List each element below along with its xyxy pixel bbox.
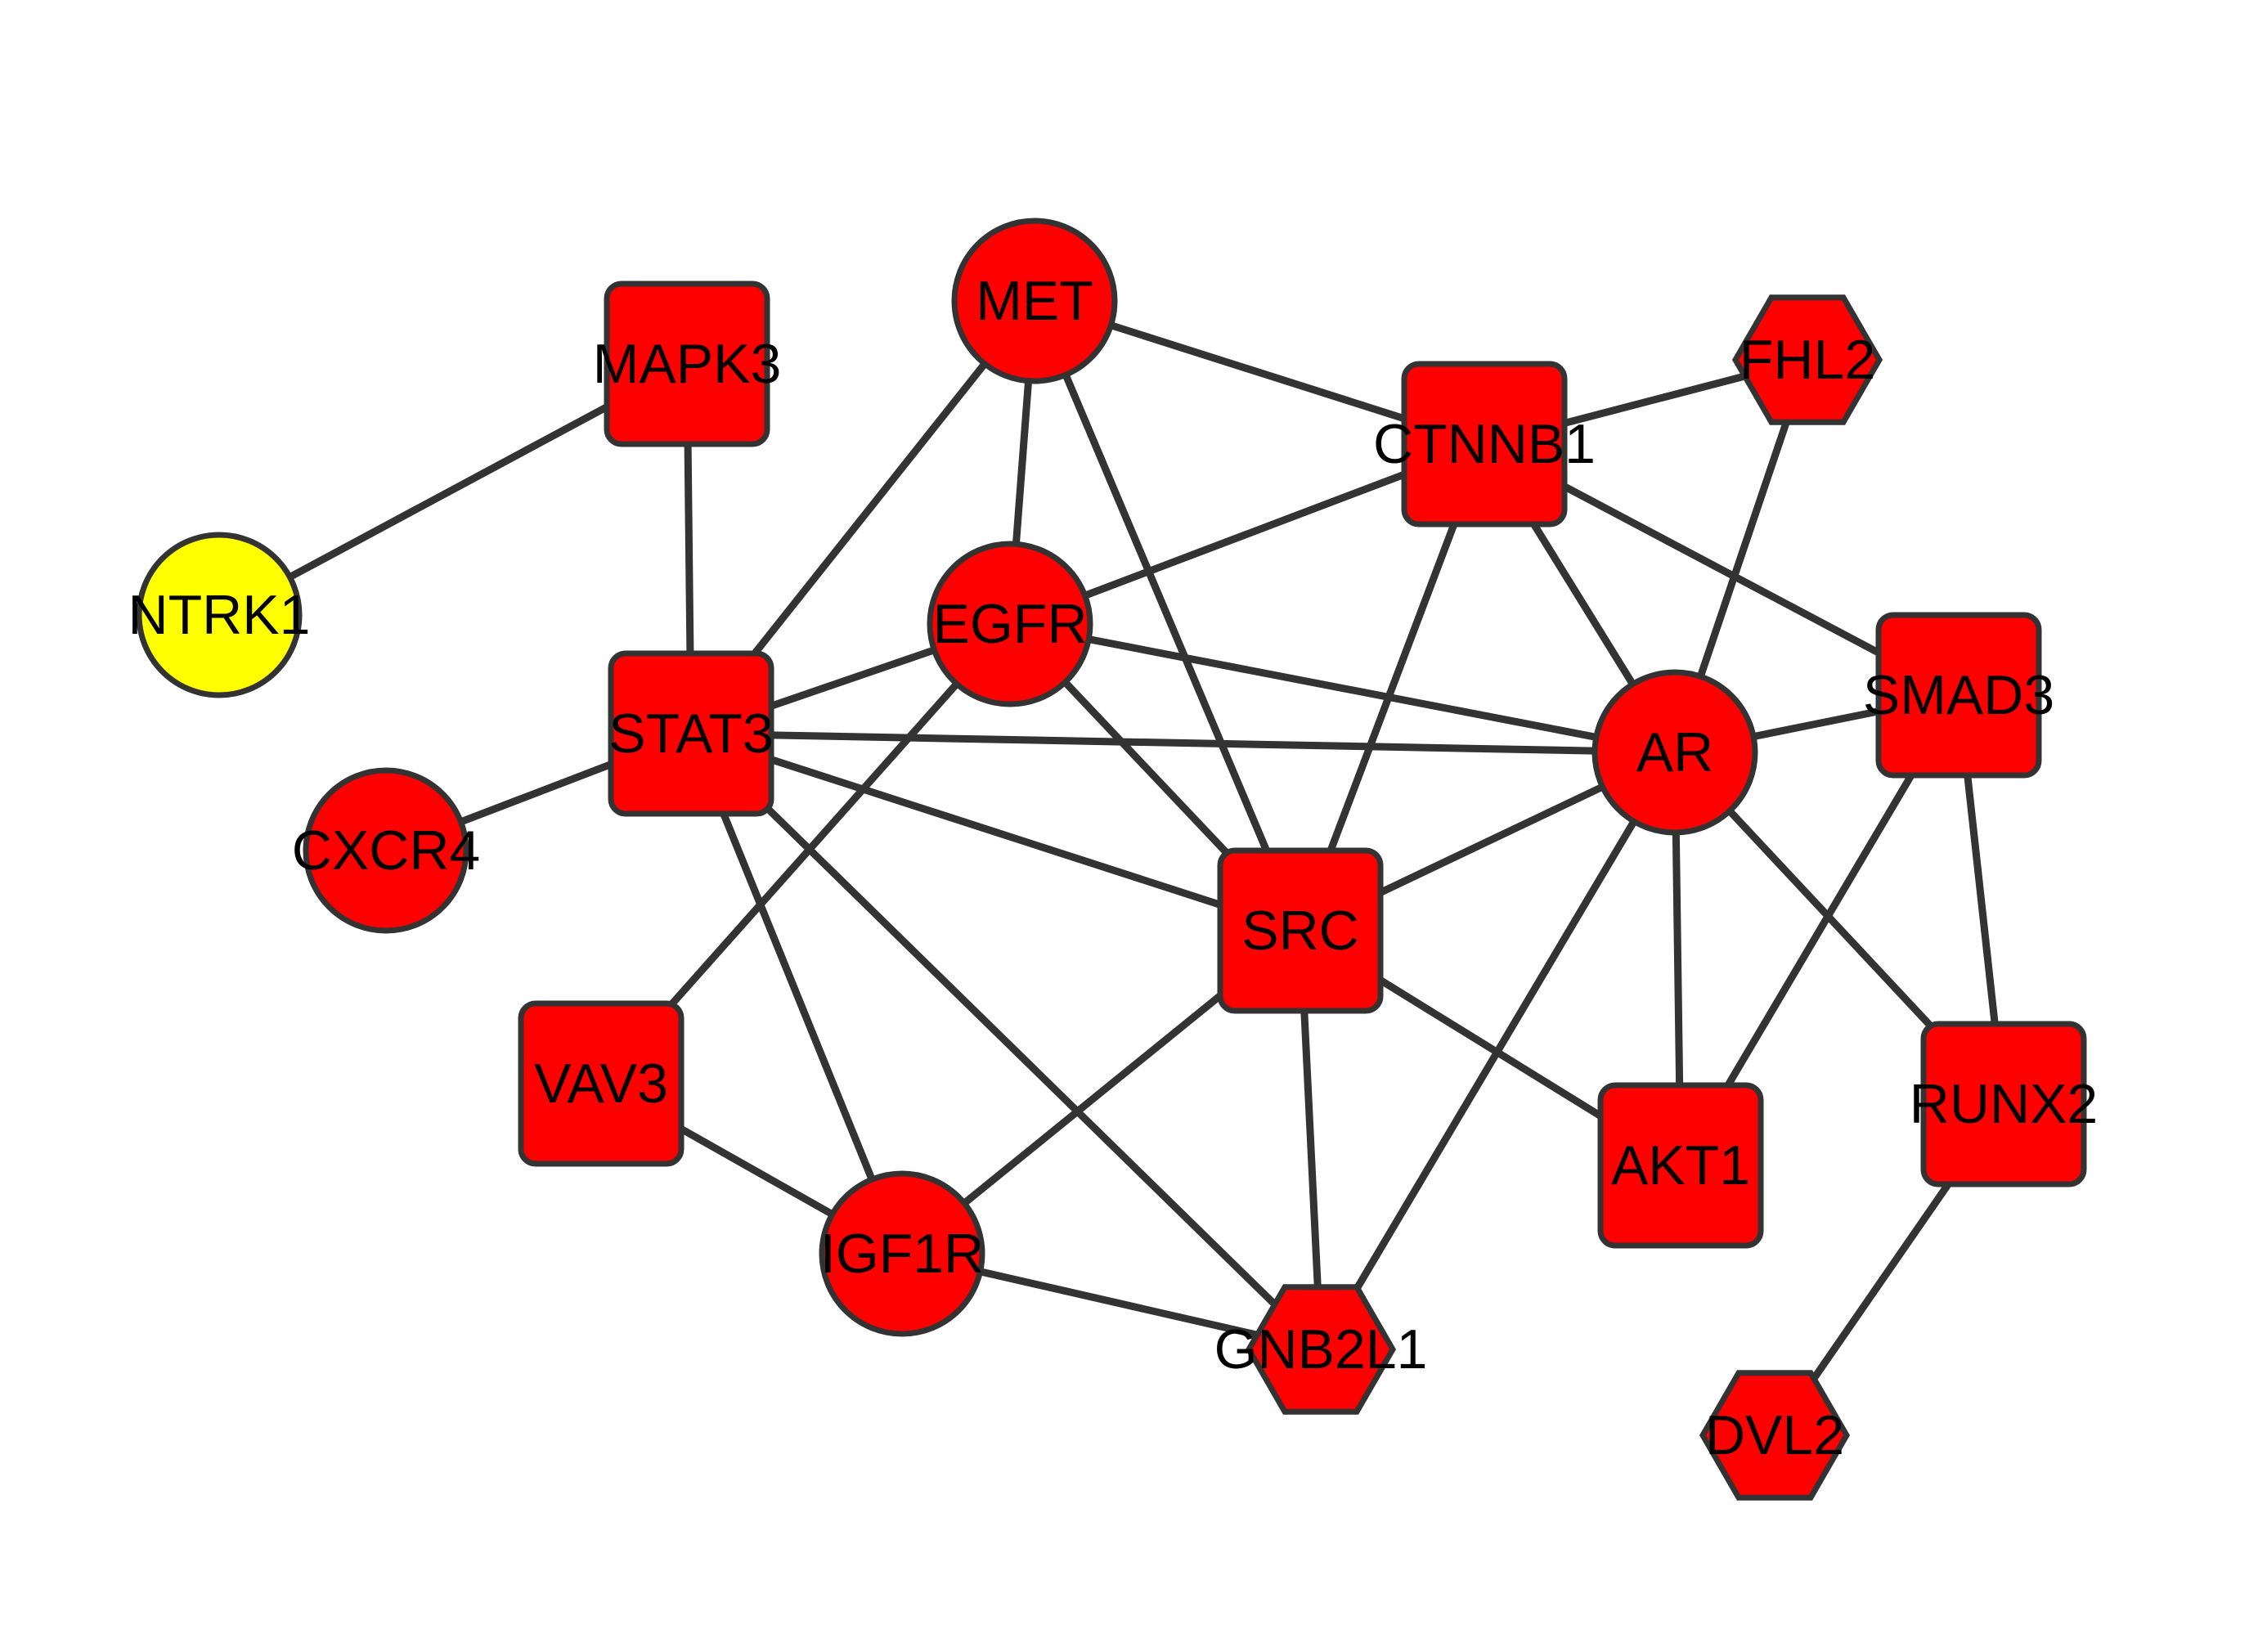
node-runx2[interactable]: RUNX2 xyxy=(1910,1021,2099,1187)
node-igf1r[interactable]: IGF1R xyxy=(819,1170,985,1337)
node-smad3[interactable]: SMAD3 xyxy=(1863,612,2054,779)
node-label: AR xyxy=(1636,721,1713,783)
node-egfr[interactable]: EGFR xyxy=(927,541,1093,707)
node-label: EGFR xyxy=(933,593,1088,655)
node-ar[interactable]: AR xyxy=(1591,669,1758,836)
node-shape-square xyxy=(1217,847,1384,1014)
node-cxcr4[interactable]: CXCR4 xyxy=(292,767,481,934)
node-gnb2l1[interactable]: GNB2L1 xyxy=(1214,1284,1428,1415)
node-label: SMAD3 xyxy=(1863,664,2054,726)
node-shape-hexagon xyxy=(1245,1284,1397,1415)
node-shape-hexagon xyxy=(1731,294,1883,425)
node-shape-square xyxy=(1597,1082,1764,1249)
node-ntrk1[interactable]: NTRK1 xyxy=(128,532,311,698)
edge-stat3-igf1r xyxy=(687,729,906,1258)
node-label: NTRK1 xyxy=(128,584,311,646)
node-akt1[interactable]: AKT1 xyxy=(1597,1082,1764,1249)
node-shape-square xyxy=(608,650,774,817)
node-label: VAV3 xyxy=(534,1053,668,1115)
edge-met-src xyxy=(1030,297,1304,935)
node-shape-circle xyxy=(951,218,1118,384)
node-label: DVL2 xyxy=(1705,1404,1844,1466)
node-label: IGF1R xyxy=(820,1223,984,1285)
edge-egfr-ar xyxy=(1006,620,1679,756)
node-vav3[interactable]: VAV3 xyxy=(518,1000,685,1167)
node-shape-circle xyxy=(136,532,303,698)
node-label: RUNX2 xyxy=(1910,1073,2099,1135)
node-label: MAPK3 xyxy=(593,333,782,395)
node-stat3[interactable]: STAT3 xyxy=(608,650,774,817)
node-fhl2[interactable]: FHL2 xyxy=(1731,294,1883,425)
node-shape-square xyxy=(518,1000,685,1167)
node-label: MET xyxy=(976,270,1093,332)
node-src[interactable]: SRC xyxy=(1217,847,1384,1014)
node-label: CTNNB1 xyxy=(1373,413,1596,475)
edge-stat3-src xyxy=(687,729,1304,935)
edge-stat3-gnb2l1 xyxy=(687,729,1325,1353)
node-mapk3[interactable]: MAPK3 xyxy=(593,281,782,447)
node-shape-square xyxy=(1920,1021,2087,1187)
node-shape-square xyxy=(1875,612,2042,779)
node-label: FHL2 xyxy=(1739,329,1875,391)
node-label: CXCR4 xyxy=(292,819,481,882)
node-label: STAT3 xyxy=(608,703,774,765)
node-ctnnb1[interactable]: CTNNB1 xyxy=(1373,361,1596,527)
node-shape-hexagon xyxy=(1699,1370,1851,1501)
node-shape-circle xyxy=(819,1170,985,1337)
node-shape-square xyxy=(1401,361,1568,527)
node-label: GNB2L1 xyxy=(1214,1318,1428,1380)
node-label: SRC xyxy=(1241,900,1359,962)
node-shape-circle xyxy=(303,767,469,934)
edge-stat3-ar xyxy=(687,729,1679,756)
node-dvl2[interactable]: DVL2 xyxy=(1699,1370,1851,1501)
node-met[interactable]: MET xyxy=(951,218,1118,384)
node-shape-circle xyxy=(1591,669,1758,836)
node-shape-circle xyxy=(927,541,1093,707)
node-label: AKT1 xyxy=(1611,1134,1750,1196)
node-shape-square xyxy=(604,281,770,447)
